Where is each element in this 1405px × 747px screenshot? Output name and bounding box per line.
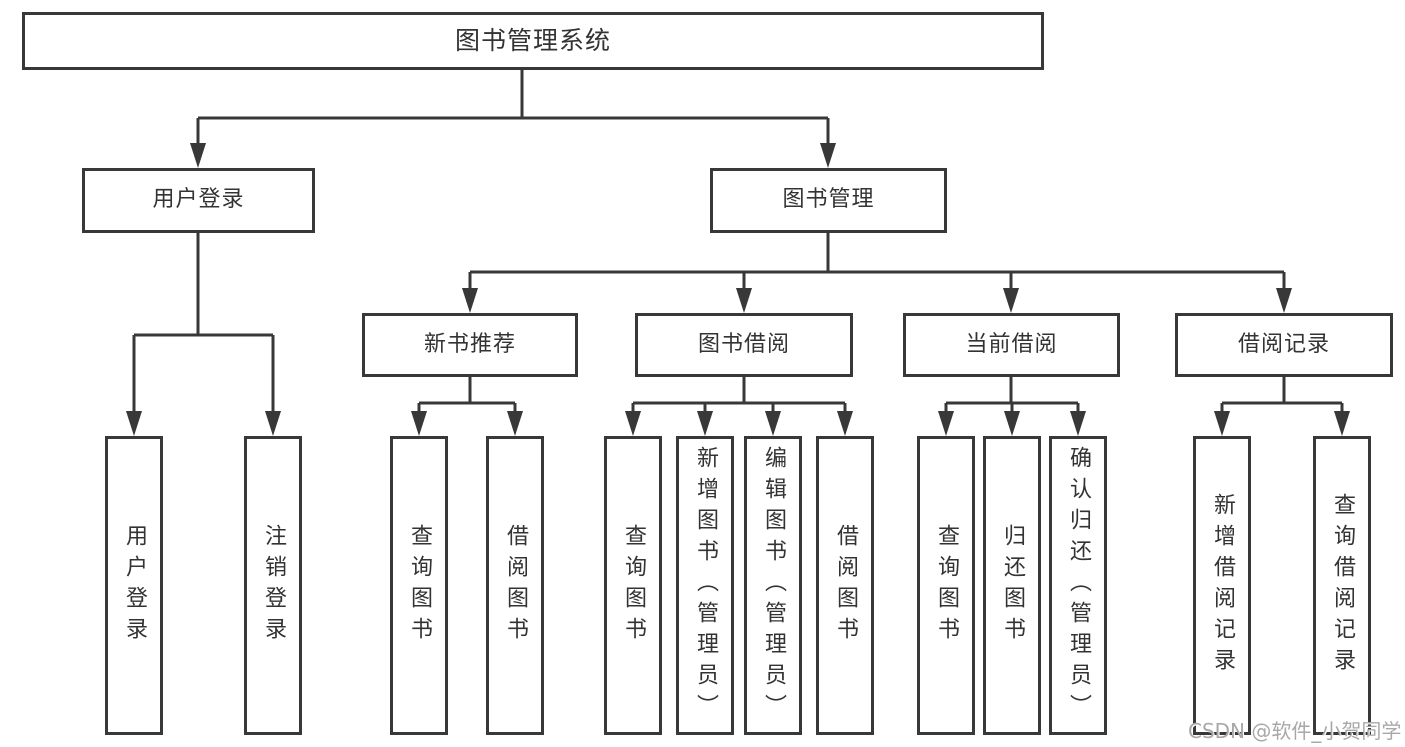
node-leaf-edit-book-admin: 编辑图书（管理员） — [744, 436, 802, 735]
connector-new-book-to-leaves — [417, 377, 517, 412]
node-leaf-search-books-current-label: 查询图书 — [934, 523, 959, 648]
node-library-system-label: 图书管理系统 — [454, 26, 611, 55]
node-leaf-search-books-current: 查询图书 — [917, 436, 975, 735]
connector-root-to-modules — [196, 70, 830, 143]
connector-book-mgmt-to-submodules — [468, 233, 1286, 288]
connector-user-login-to-leaves — [132, 233, 275, 412]
node-leaf-search-books-recommend-label: 查询图书 — [407, 523, 432, 648]
node-library-system: 图书管理系统 — [22, 12, 1044, 70]
arrowhead — [462, 288, 478, 313]
node-current-borrowing: 当前借阅 — [903, 313, 1120, 377]
node-leaf-user-login-label: 用户登录 — [122, 523, 147, 648]
node-leaf-search-books-recommend: 查询图书 — [390, 436, 448, 735]
node-book-borrowing: 图书借阅 — [635, 313, 853, 377]
node-leaf-search-borrow-record-label: 查询借阅记录 — [1330, 492, 1355, 679]
arrowhead — [126, 411, 142, 436]
watermark-text: CSDN @软件_小贺同学 — [1188, 719, 1402, 743]
node-book-management-module: 图书管理 — [710, 168, 947, 233]
node-leaf-borrow-books-recommend: 借阅图书 — [486, 436, 544, 735]
node-leaf-edit-book-admin-label: 编辑图书（管理员） — [761, 446, 786, 725]
arrowhead — [265, 411, 281, 436]
arrowhead — [697, 411, 713, 436]
arrowhead — [625, 411, 641, 436]
node-new-book-recommendation-label: 新书推荐 — [423, 331, 516, 357]
node-leaf-confirm-return-admin: 确认归还（管理员） — [1049, 436, 1107, 735]
node-borrowing-records-label: 借阅记录 — [1237, 331, 1330, 357]
node-user-login-module: 用户登录 — [82, 168, 315, 233]
node-leaf-add-book-admin-label: 新增图书（管理员） — [693, 446, 718, 725]
node-leaf-confirm-return-admin-label: 确认归还（管理员） — [1066, 446, 1091, 725]
arrowhead — [411, 411, 427, 436]
connector-borrow-record-to-leaves — [1220, 377, 1344, 412]
node-book-management-module-label: 图书管理 — [782, 187, 875, 213]
arrowhead — [1070, 411, 1086, 436]
node-current-borrowing-label: 当前借阅 — [965, 331, 1058, 357]
node-leaf-return-book: 归还图书 — [983, 436, 1041, 735]
arrowhead — [1214, 411, 1230, 436]
node-borrowing-records: 借阅记录 — [1175, 313, 1393, 377]
node-new-book-recommendation: 新书推荐 — [362, 313, 578, 377]
arrowhead — [736, 288, 752, 313]
node-leaf-add-borrow-record: 新增借阅记录 — [1193, 436, 1251, 735]
node-leaf-return-book-label: 归还图书 — [1000, 523, 1025, 648]
connector-book-borrow-to-leaves — [631, 377, 847, 412]
node-leaf-search-books-borrow-label: 查询图书 — [621, 523, 646, 648]
arrowhead — [1334, 411, 1350, 436]
node-user-login-module-label: 用户登录 — [152, 187, 245, 213]
arrowhead — [1276, 288, 1292, 313]
arrowhead — [507, 411, 523, 436]
node-leaf-add-book-admin: 新增图书（管理员） — [676, 436, 734, 735]
node-leaf-logout-label: 注销登录 — [261, 523, 286, 648]
arrowhead — [837, 411, 853, 436]
connector-current-borrow-to-leaves — [944, 377, 1080, 412]
node-leaf-add-borrow-record-label: 新增借阅记录 — [1210, 492, 1235, 679]
node-leaf-search-borrow-record: 查询借阅记录 — [1313, 436, 1371, 735]
node-leaf-borrow-books-label: 借阅图书 — [833, 523, 858, 648]
node-leaf-logout: 注销登录 — [244, 436, 302, 735]
node-leaf-search-books-borrow: 查询图书 — [604, 436, 662, 735]
node-leaf-borrow-books: 借阅图书 — [816, 436, 874, 735]
node-leaf-user-login: 用户登录 — [105, 436, 163, 735]
arrowhead — [190, 143, 206, 168]
arrowhead — [938, 411, 954, 436]
arrowhead — [820, 143, 836, 168]
arrowhead — [765, 411, 781, 436]
arrowhead — [1003, 288, 1019, 313]
arrowhead — [1004, 411, 1020, 436]
node-leaf-borrow-books-recommend-label: 借阅图书 — [503, 523, 528, 648]
node-book-borrowing-label: 图书借阅 — [697, 331, 790, 357]
